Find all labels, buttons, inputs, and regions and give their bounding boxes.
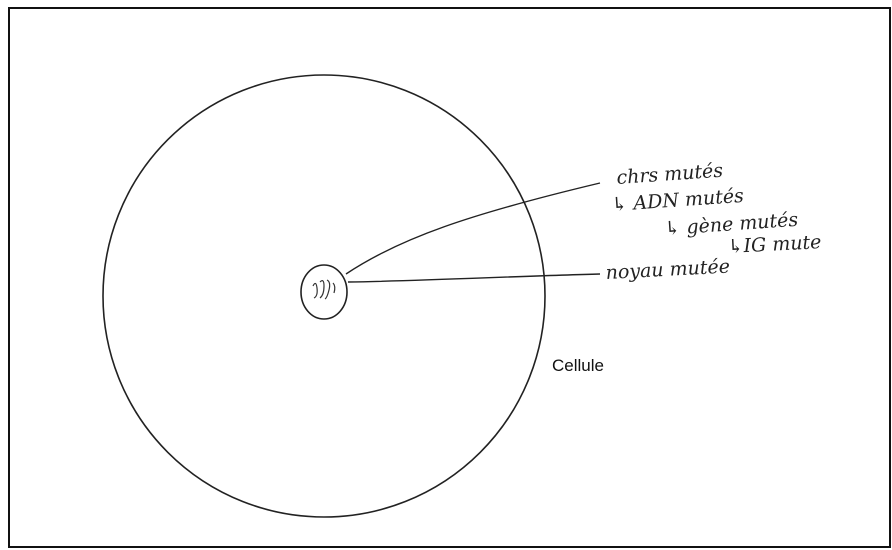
pointer-line-chromosomes — [346, 183, 600, 274]
chromosome-scribbles — [313, 280, 335, 299]
handwritten-ig-mutated: ↳IG mute — [727, 231, 822, 258]
handwritten-dna-mutated: ↳ ADN mutés — [611, 185, 745, 216]
pointer-line-nucleus — [348, 274, 600, 282]
handwritten-nucleus-mutated: noyau mutée — [605, 256, 730, 284]
cell-label: Cellule — [552, 356, 604, 375]
handwritten-chromosomes-mutated: chrs mutés — [616, 160, 724, 189]
cell-membrane — [103, 75, 545, 517]
